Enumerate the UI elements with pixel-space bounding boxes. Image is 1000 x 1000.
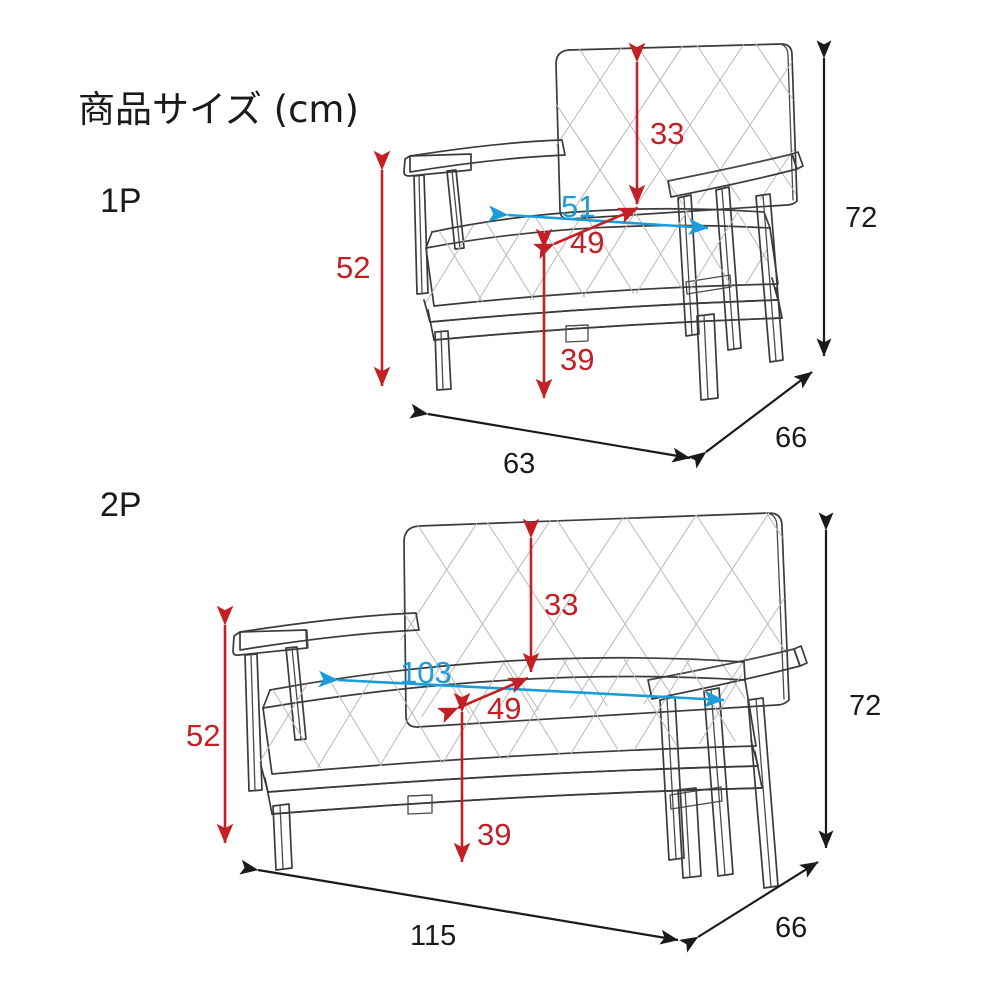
dim-arrow-1p-total-depth — [687, 371, 813, 469]
dim-label-1p-seat-height: 39 — [560, 342, 594, 377]
dim-arrow-1p-seat-depth — [533, 206, 639, 260]
dim-arrow-1p-total-width — [409, 403, 691, 463]
dimension-arrows-2p — [216, 512, 834, 953]
dim-label-2p-total-width: 115 — [410, 920, 456, 952]
page-title: 商品サイズ (cm) — [78, 88, 359, 131]
dim-label-1p-back-height: 33 — [650, 116, 684, 151]
dim-label-2p-back-height: 33 — [544, 587, 578, 622]
sofa-2p-illustration — [232, 512, 808, 889]
dim-label-2p-seat-width: 103 — [400, 655, 452, 690]
dim-label-2p-seat-height: 39 — [477, 817, 511, 852]
dim-arrow-2p-seat-width — [318, 670, 725, 708]
dim-arrow-2p-total-width — [239, 859, 679, 945]
dim-label-2p-total-depth: 66 — [775, 912, 807, 944]
section-label-1p: 1P — [100, 182, 142, 220]
dim-label-1p-total-height: 72 — [845, 202, 877, 234]
dim-label-1p-arm-height: 52 — [336, 250, 370, 285]
dim-label-2p-total-height: 72 — [849, 690, 881, 722]
dim-label-1p-seat-width: 51 — [561, 189, 595, 224]
section-label-2p: 2P — [100, 486, 142, 524]
dim-label-1p-seat-depth: 49 — [570, 225, 604, 260]
dim-label-1p-total-width: 63 — [503, 448, 535, 480]
sofa-1p-illustration — [403, 43, 804, 401]
dim-label-2p-arm-height: 52 — [186, 718, 220, 753]
dim-label-1p-total-depth: 66 — [775, 422, 807, 454]
dim-label-2p-seat-depth: 49 — [487, 691, 521, 726]
dimension-arrows-1p — [373, 40, 832, 469]
dim-arrow-2p-total-depth — [679, 861, 819, 953]
